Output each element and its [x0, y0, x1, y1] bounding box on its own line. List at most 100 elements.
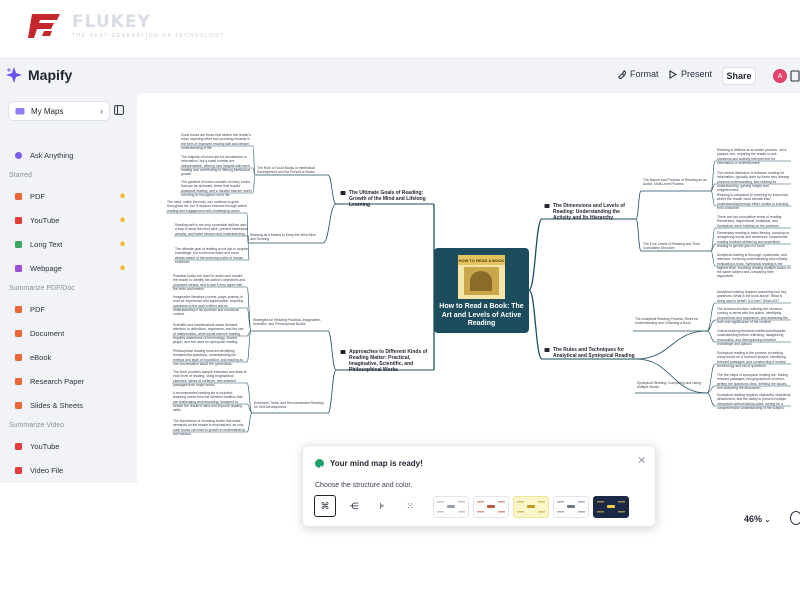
mindmap-leaf-node[interactable]: Practical books are read for action and …: [173, 274, 246, 291]
branch-connector: [327, 369, 337, 414]
book-cover-image: HOW TO READ A BOOK: [458, 255, 505, 299]
branch-label: The Ultimate Goals of Reading: Growth of…: [349, 190, 426, 208]
star-icon[interactable]: [119, 264, 126, 271]
branch-connector: [635, 218, 642, 252]
mindmap-center-node[interactable]: HOW TO READ A BOOK How to Read a Book: T…: [434, 248, 529, 333]
star-icon[interactable]: [119, 240, 126, 247]
sidebar-item-label: Slides & Sheets: [30, 400, 83, 410]
mindmap-leaf-node[interactable]: Imaginative literature (novels, plays, p…: [173, 295, 244, 317]
present-button[interactable]: Present: [669, 69, 712, 79]
avatar[interactable]: A: [773, 69, 787, 83]
leaf-connector: [246, 382, 253, 414]
center-connector: [528, 289, 543, 360]
leaf-connector: [710, 243, 716, 252]
sidebar-item-ebook[interactable]: eBook: [8, 345, 126, 369]
mindmap-leaf-node[interactable]: There are four cumulative levels of read…: [717, 215, 783, 228]
color-theme-swatch-3[interactable]: [513, 496, 549, 518]
close-icon[interactable]: ✕: [637, 455, 647, 467]
branch-icon: [340, 349, 346, 355]
mindmap-leaf-node[interactable]: A recommended reading list is included, …: [173, 391, 243, 413]
mindmap-leaf-node[interactable]: Reading is defined as an active process,…: [717, 148, 787, 165]
mindmap-branch-node[interactable]: The Ultimate Goals of Reading: Growth of…: [340, 190, 432, 208]
mindmap-leaf-node[interactable]: Analytical reading is thorough, systemat…: [717, 253, 791, 279]
mindmap-leaf-node[interactable]: The importance of choosing books that ma…: [173, 419, 245, 436]
dialog-subtitle: Choose the structure and color.: [315, 482, 413, 489]
structure-mindmap-button[interactable]: ⌘: [314, 495, 336, 517]
sidebar-item-youtube[interactable]: YouTube: [8, 434, 126, 458]
sidebar-item-document[interactable]: Document: [8, 321, 126, 345]
mindmap-subtopic-node[interactable]: Reading as a Means to Keep the Mind Aliv…: [250, 233, 316, 242]
structure-tree-button[interactable]: ⊧: [379, 500, 385, 511]
mindmap-leaf-node[interactable]: The pyramid of books consists of many bo…: [181, 180, 252, 197]
mindmap-leaf-node[interactable]: Critical reading demands intellectual et…: [717, 329, 787, 346]
mindmap-leaf-node[interactable]: Syntopical reading is the process of rea…: [717, 351, 786, 368]
mindmap-leaf-node[interactable]: The ultimate goal of reading is not just…: [175, 247, 249, 264]
structure-logic-button[interactable]: ⋲: [349, 500, 359, 511]
sidebar-section-heading: Summarize PDF/Doc: [9, 285, 75, 292]
mindmap-subtopic-node[interactable]: Strategies for Reading Practical, Imagin…: [253, 318, 321, 327]
sidebar-item-slides-sheets[interactable]: Slides & Sheets: [8, 393, 126, 417]
share-button[interactable]: Share: [722, 67, 756, 85]
my-maps-button[interactable]: My Maps ›: [8, 101, 110, 121]
webpage-icon: [15, 264, 22, 272]
leaf-connector: [710, 183, 716, 192]
sidebar-item-ask-anything[interactable]: Ask Anything: [8, 143, 126, 167]
paint-brush-icon: [618, 69, 626, 79]
zoom-control-icon[interactable]: [790, 511, 800, 525]
branch-label: The Dimensions and Levels of Reading: Un…: [553, 203, 625, 221]
zoom-level[interactable]: 46% ⌄: [744, 514, 770, 524]
sidebar-item-pdf[interactable]: PDF: [8, 184, 126, 208]
mindmap-subtopic-node[interactable]: Syntopical Reading: Comparing and Using …: [637, 381, 701, 390]
mindmap-leaf-node[interactable]: Philosophical reading involves identifyi…: [173, 349, 244, 366]
mindmap-leaf-node[interactable]: The process involves outlining the struc…: [717, 307, 789, 324]
mindmap-leaf-node[interactable]: Analytical reading requires answering fo…: [717, 290, 787, 303]
mindmap-leaf-node[interactable]: Elementary reading is basic literacy, fo…: [717, 231, 790, 248]
color-theme-swatch-4[interactable]: [553, 496, 589, 518]
sidebar-item-pdf[interactable]: PDF: [8, 297, 126, 321]
color-theme-swatch-5[interactable]: [593, 496, 629, 518]
mindmap-canvas[interactable]: HOW TO READ A BOOK How to Read a Book: T…: [137, 93, 800, 484]
sidebar-item-webpage[interactable]: Webpage: [8, 256, 126, 280]
mindmap-subtopic-node[interactable]: The Analytical Reading Process: Rules fo…: [635, 317, 699, 326]
mindmap-branch-node[interactable]: Approaches to Different Kinds of Reading…: [340, 349, 432, 373]
sidebar-item-youtube[interactable]: YouTube: [8, 208, 126, 232]
leaf-connector: [710, 227, 716, 252]
color-theme-swatch-1[interactable]: [433, 496, 469, 518]
sidebar-item-label: Ask Anything: [30, 150, 74, 160]
star-icon[interactable]: [119, 192, 126, 199]
document-icon: [15, 329, 22, 337]
mindmap-leaf-node[interactable]: Reading well is not only a practical ski…: [175, 223, 248, 236]
mindmap-leaf-node[interactable]: The majority of books are for amusement …: [181, 155, 250, 177]
mindmap-leaf-node[interactable]: The central distinction is between readi…: [717, 171, 790, 193]
format-button[interactable]: Format: [617, 69, 659, 79]
star-icon[interactable]: [119, 216, 126, 223]
branch-connector: [322, 203, 337, 244]
mindmap-branch-node[interactable]: The Rules and Techniques for Analytical …: [544, 347, 636, 359]
branch-connector: [635, 190, 642, 220]
sidebar-item-long-text[interactable]: Long Text: [8, 232, 126, 256]
mindmap-leaf-node[interactable]: The five steps of syntopical reading are…: [717, 373, 788, 390]
mindmap-subtopic-node[interactable]: The Four Levels of Reading and Their Cum…: [643, 242, 701, 251]
sidebar-item-research-paper[interactable]: Research Paper: [8, 369, 126, 393]
mindmap-leaf-node[interactable]: The book provides sample exercises and t…: [173, 370, 247, 387]
sidebar-item-video-file[interactable]: Video File: [8, 458, 126, 482]
structure-timeline-button[interactable]: ⁙: [406, 500, 414, 511]
mindmap-subtopic-node[interactable]: The Role of Good Books in Intellectual D…: [257, 166, 315, 175]
leaf-connector: [246, 412, 253, 433]
document-icon[interactable]: [790, 70, 800, 82]
mindmap-leaf-node[interactable]: Good books are those that stretch the re…: [181, 133, 251, 150]
check-circle-icon: [315, 459, 324, 471]
color-theme-swatch-2[interactable]: [473, 496, 509, 518]
mindmap-leaf-node[interactable]: Reading is compared to receiving by inst…: [717, 193, 790, 210]
mindmap-subtopic-node[interactable]: Exercises, Tests, and Recommended Readin…: [254, 401, 324, 410]
mindmap-subtopic-node[interactable]: The Nature and Purpose of Reading as an …: [643, 178, 707, 187]
mindmap-branch-node[interactable]: The Dimensions and Levels of Reading: Un…: [544, 203, 634, 221]
watermark-tagline: THE NEXT GENERATION OF TECHNOLOGY: [72, 33, 225, 39]
branch-icon: [544, 347, 550, 353]
sidebar-toggle-icon[interactable]: [114, 105, 124, 115]
mindmap-leaf-node[interactable]: Scientific and mathematical works demand…: [173, 323, 244, 345]
mindmap-leaf-node[interactable]: Syntopical reading requires objectivity,…: [717, 393, 791, 410]
brand[interactable]: Mapify: [6, 67, 72, 83]
mindmap-leaf-node[interactable]: The mind, unlike the body, can continue …: [167, 200, 247, 213]
